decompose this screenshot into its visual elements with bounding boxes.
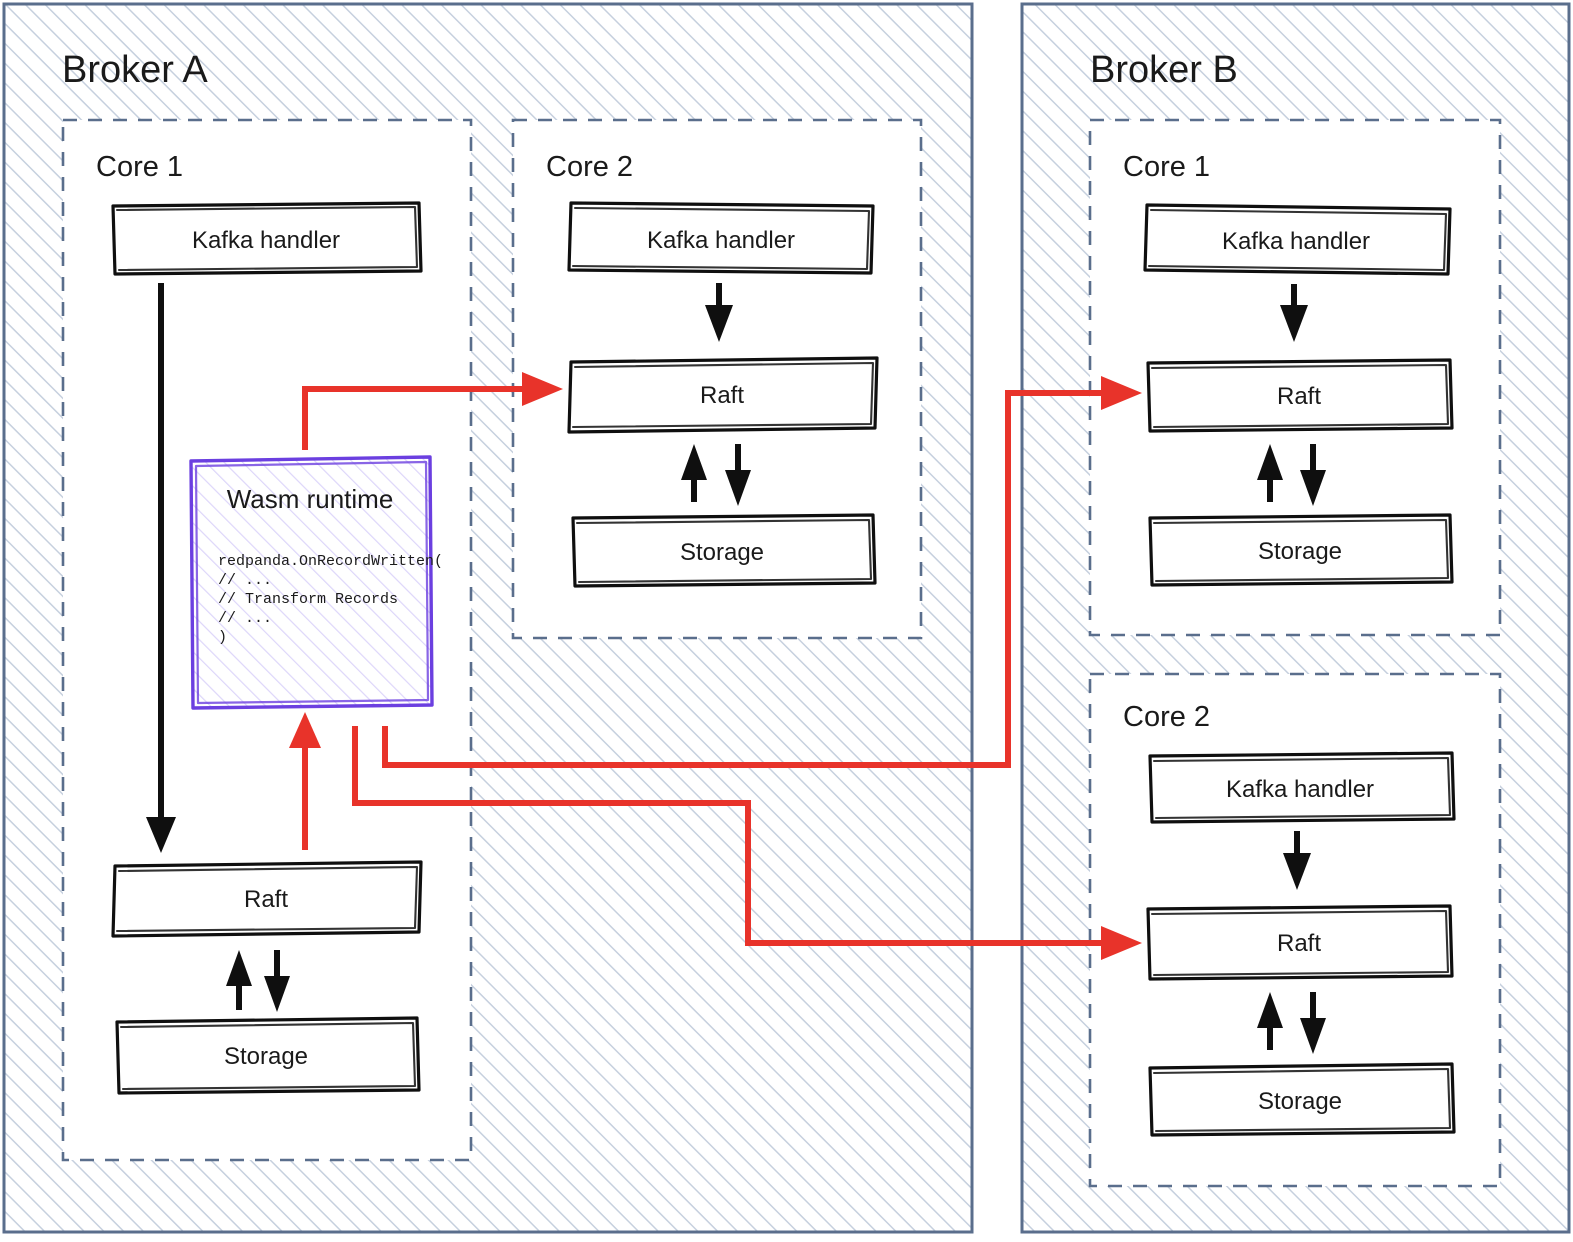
broker-b-core-2-storage[interactable]: Storage — [1148, 1062, 1456, 1137]
red-arrow-wasm-to-broker-b-core2-raft — [352, 726, 1142, 960]
arrows-raft-storage — [226, 950, 290, 1012]
broker-a-label: Broker A — [62, 49, 208, 91]
broker-b-container[interactable]: Broker B Core 1 Kafka handler Raft — [1020, 2, 1571, 1234]
broker-b-core-1-raft[interactable]: Raft — [1146, 358, 1454, 433]
arrow-kafka-to-raft — [705, 283, 733, 342]
broker-b-core-2[interactable]: Core 2 Kafka handler Raft — [1088, 672, 1502, 1188]
node-label: Storage — [1258, 1088, 1342, 1115]
broker-b-core-2-label: Core 2 — [1123, 701, 1210, 733]
broker-a-core-2-label: Core 2 — [546, 151, 633, 183]
red-arrow-raft-to-wasm — [289, 712, 321, 850]
wasm-code-line-0: redpanda.OnRecordWritten( — [218, 553, 443, 570]
node-label: Kafka handler — [192, 227, 340, 254]
broker-b-core-1-storage[interactable]: Storage — [1148, 513, 1454, 587]
broker-a-core-1-label: Core 1 — [96, 151, 183, 183]
broker-b-label: Broker B — [1090, 49, 1238, 91]
broker-b-core-2-raft[interactable]: Raft — [1146, 904, 1454, 981]
arrow-kafka-to-raft — [1283, 831, 1311, 890]
node-label: Kafka handler — [1222, 228, 1370, 255]
wasm-code-line-2: // Transform Records — [218, 591, 398, 608]
broker-a-container[interactable]: Broker A Core 1 Kafka handler — [2, 2, 974, 1234]
wasm-runtime-title: Wasm runtime — [227, 484, 394, 514]
broker-a-core-2-raft[interactable]: Raft — [567, 356, 879, 434]
broker-a-core-1-storage[interactable]: Storage — [115, 1016, 421, 1095]
arrows-raft-storage — [1257, 992, 1326, 1054]
broker-b-core-1[interactable]: Core 1 Kafka handler Raft — [1088, 118, 1502, 637]
node-label: Raft — [1277, 383, 1321, 410]
red-arrow-wasm-to-broker-a-core2-raft — [302, 372, 563, 450]
node-label: Raft — [700, 382, 744, 409]
wasm-runtime-box[interactable]: Wasm runtime redpanda.OnRecordWritten( /… — [189, 455, 443, 710]
broker-a-core-2-storage[interactable]: Storage — [571, 513, 877, 588]
broker-a-core-2[interactable]: Core 2 Kafka handler Raft — [511, 118, 923, 640]
wasm-code-line-3: // ... — [218, 610, 272, 627]
broker-b-core-1-kafka-handler[interactable]: Kafka handler — [1143, 203, 1452, 276]
node-label: Raft — [244, 886, 288, 913]
broker-a-core-2-kafka-handler[interactable]: Kafka handler — [567, 201, 875, 275]
wasm-code-line-1: // ... — [218, 572, 272, 589]
broker-a-core-1[interactable]: Core 1 Kafka handler Wasm runtime — [61, 118, 473, 1162]
broker-a-core-1-kafka-handler[interactable]: Kafka handler — [111, 201, 423, 276]
red-arrow-wasm-to-broker-b-core1-raft — [382, 376, 1142, 768]
node-label: Storage — [680, 539, 764, 566]
broker-b-core-1-label: Core 1 — [1123, 151, 1210, 183]
broker-a-core-1-raft[interactable]: Raft — [111, 860, 423, 938]
node-label: Storage — [224, 1043, 308, 1070]
node-label: Raft — [1277, 930, 1321, 957]
wasm-code-line-4: ) — [218, 629, 227, 646]
node-label: Kafka handler — [647, 227, 795, 254]
arrows-raft-storage — [1257, 444, 1326, 506]
arrow-kafka-to-raft — [146, 283, 176, 853]
broker-b-core-2-kafka-handler[interactable]: Kafka handler — [1148, 751, 1456, 824]
arrow-kafka-to-raft — [1280, 284, 1308, 342]
node-label: Kafka handler — [1226, 776, 1374, 803]
arrows-raft-storage — [681, 444, 751, 506]
node-label: Storage — [1258, 538, 1342, 565]
